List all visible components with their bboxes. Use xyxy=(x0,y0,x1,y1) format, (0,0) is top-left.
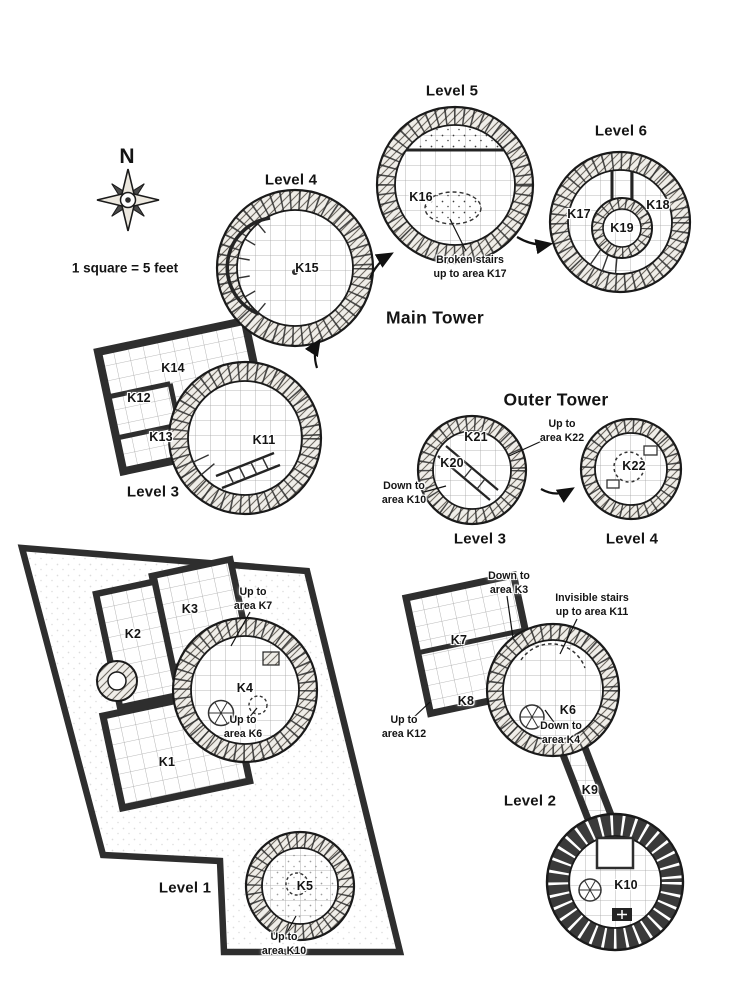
flow-arrows xyxy=(304,236,575,503)
compass-rose-icon xyxy=(96,168,160,232)
tower-level3-main xyxy=(167,360,323,516)
tower-k10 xyxy=(545,812,685,952)
annotation-pointers xyxy=(230,218,578,935)
tower-k5 xyxy=(244,830,356,942)
arrow-l4-to-l5 xyxy=(368,252,394,279)
corridor-k9 xyxy=(558,740,617,832)
arrow-l3-to-l4 xyxy=(304,338,321,369)
turret-small xyxy=(96,660,138,702)
tower-k6 xyxy=(485,622,621,758)
tower-k19-core xyxy=(591,197,653,259)
tower-level4 xyxy=(215,188,375,348)
arrow-l5-to-l6 xyxy=(516,236,554,255)
tower-outer-level3 xyxy=(416,414,528,526)
tower-k4 xyxy=(171,616,319,764)
tower-outer-level4 xyxy=(579,417,683,521)
tower-level6 xyxy=(548,150,692,294)
arrow-outer-l3-to-l4 xyxy=(540,487,575,503)
tower-level5 xyxy=(375,105,535,265)
